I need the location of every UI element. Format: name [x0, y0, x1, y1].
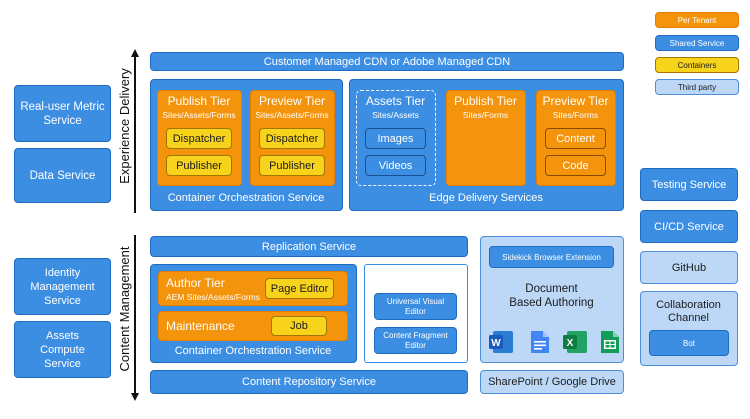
- legend-containers: Containers: [655, 57, 739, 73]
- legend-third-party: Third party: [655, 79, 739, 95]
- sidekick-browser-extension: Sidekick Browser Extension: [489, 246, 614, 268]
- edge-delivery-services-label: Edge Delivery Services: [429, 192, 543, 204]
- svg-text:W: W: [491, 338, 501, 349]
- real-user-metric-service: Real-user Metric Service: [14, 85, 111, 142]
- publish-dispatcher: Dispatcher: [166, 128, 232, 149]
- edge-preview-tier-sub: Sites/Forms: [552, 110, 599, 120]
- assets-tier-sub: Sites/Assets: [372, 110, 419, 120]
- bot: Bot: [649, 330, 729, 356]
- github: GitHub: [640, 251, 738, 284]
- collaboration-channel-label: Collaboration Channel: [656, 299, 721, 324]
- publish-tier-sub: Sites/Assets/Forms: [162, 110, 236, 120]
- word-icon: W: [489, 331, 513, 353]
- assets-compute-service: Assets Compute Service: [14, 321, 111, 378]
- maintenance: Maintenance Job: [158, 311, 348, 341]
- management-container-orchestration-label: Container Orchestration Service: [174, 345, 332, 357]
- assets-videos: Videos: [365, 155, 426, 176]
- universal-visual-editor: Universal Visual Editor: [374, 293, 457, 320]
- edge-publish-tier-title: Publish Tier: [454, 94, 517, 108]
- publish-tier: Publish Tier Sites/Assets/Forms Dispatch…: [157, 90, 242, 186]
- data-service: Data Service: [14, 148, 111, 203]
- publish-publisher: Publisher: [166, 155, 232, 176]
- sharepoint-google-drive: SharePoint / Google Drive: [480, 370, 624, 394]
- assets-images: Images: [365, 128, 426, 149]
- author-tier-title: Author Tier: [166, 276, 225, 290]
- editors-panel: Universal Visual Editor Content Fragment…: [364, 264, 468, 363]
- page-editor: Page Editor: [265, 278, 334, 299]
- preview-tier-sub: Sites/Assets/Forms: [255, 110, 329, 120]
- identity-management-service: Identity Management Service: [14, 258, 111, 315]
- edge-preview-code: Code: [545, 155, 606, 176]
- publish-tier-title: Publish Tier: [167, 94, 231, 108]
- edge-preview-content: Content: [545, 128, 606, 149]
- svg-text:X: X: [567, 338, 574, 349]
- legend-per-tenant: Per Tenant: [655, 12, 739, 28]
- edge-publish-tier: Publish Tier Sites/Forms: [446, 90, 526, 186]
- testing-service: Testing Service: [640, 168, 738, 201]
- preview-dispatcher: Dispatcher: [259, 128, 325, 149]
- author-tier-sub: AEM Sites/Assets/Forms: [166, 292, 260, 302]
- document-based-authoring-label: Document Based Authoring: [509, 283, 594, 309]
- axis-arrows: [131, 49, 139, 401]
- assets-tier: Assets Tier Sites/Assets Images Videos: [356, 90, 436, 186]
- edge-preview-tier: Preview Tier Sites/Forms Content Code: [536, 90, 616, 186]
- content-repository-service: Content Repository Service: [150, 370, 468, 394]
- cicd-service: CI/CD Service: [640, 210, 738, 243]
- office-app-icons: W X: [489, 331, 619, 353]
- preview-tier: Preview Tier Sites/Assets/Forms Dispatch…: [250, 90, 335, 186]
- edge-preview-tier-title: Preview Tier: [542, 94, 609, 108]
- document-based-authoring-panel: Sidekick Browser Extension Document Base…: [480, 236, 624, 363]
- replication-service: Replication Service: [150, 236, 468, 257]
- collaboration-channel: Collaboration Channel Bot: [640, 291, 738, 366]
- job: Job: [271, 316, 327, 336]
- legend-shared-service: Shared Service: [655, 35, 739, 51]
- author-tier: Author Tier AEM Sites/Assets/Forms Page …: [158, 271, 348, 306]
- edge-publish-tier-sub: Sites/Forms: [462, 110, 509, 120]
- delivery-container-orchestration-label: Container Orchestration Service: [167, 192, 325, 204]
- sheets-icon: [601, 331, 619, 353]
- docs-icon: [531, 331, 549, 353]
- preview-tier-title: Preview Tier: [258, 94, 326, 108]
- preview-publisher: Publisher: [259, 155, 325, 176]
- cdn-bar: Customer Managed CDN or Adobe Managed CD…: [150, 52, 624, 71]
- assets-tier-title: Assets Tier: [365, 94, 426, 108]
- maintenance-title: Maintenance: [166, 319, 235, 333]
- excel-icon: X: [563, 331, 587, 353]
- content-fragment-editor: Content Fragment Editor: [374, 327, 457, 354]
